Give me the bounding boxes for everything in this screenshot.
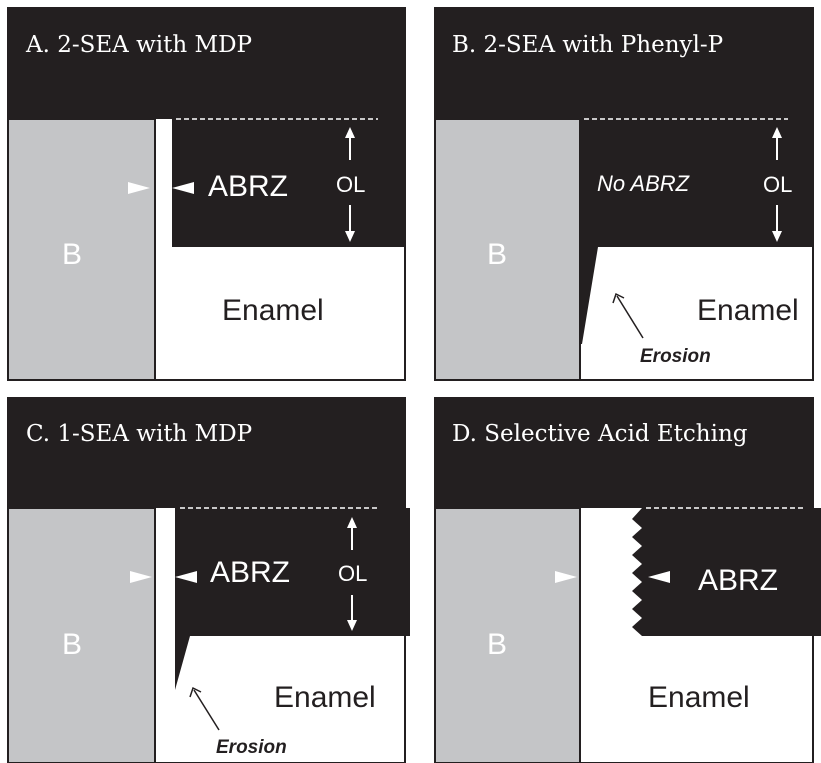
panel-a-arrowhead-left (128, 182, 150, 194)
panel-c-erosion-label: Erosion (216, 737, 287, 758)
panel-b-adhesive-layer (435, 8, 813, 119)
panel-b-ol-block (580, 119, 813, 344)
panel-c-ol-arrow-up-head (347, 517, 357, 528)
panel-d-title: D. Selective Acid Etching (452, 421, 748, 447)
panel-a-ol-block (172, 119, 405, 247)
panel-c-ol-block (175, 508, 410, 690)
panel-c-ol-arrow-down-head (347, 620, 357, 631)
panel-a-ol-arrow-down-head (345, 231, 355, 242)
panel-d-adhesive-layer (435, 398, 813, 508)
panel-c-title: C. 1-SEA with MDP (26, 421, 252, 447)
panel-c: C. 1-SEA with MDP ABRZ OL B Enamel Erosi… (7, 397, 410, 763)
panel-d-enamel-label: Enamel (648, 681, 750, 714)
panel-c-bonded-block (7, 507, 156, 763)
panel-a-bonded-block (7, 118, 156, 381)
panel-b-ol-arrow-up-head (772, 127, 782, 138)
panel-b-enamel-label: Enamel (697, 294, 799, 327)
panel-d-bonded-block (434, 507, 581, 763)
panel-c-adhesive-layer (8, 398, 405, 508)
panel-b-erosion-pointer-head (612, 292, 625, 304)
panel-c-arrowhead-left (130, 571, 152, 583)
panel-b-ol-arrow-down-head (772, 231, 782, 242)
panel-a: A. 2-SEA with MDP ABRZ OL B Enamel (7, 7, 406, 381)
panel-d-abrz-label: ABRZ (698, 564, 778, 597)
panel-b-erosion-pointer (616, 295, 644, 339)
panel-c-erosion-pointer-head (189, 686, 202, 698)
panel-c-abrz-label: ABRZ (210, 556, 290, 589)
panel-a-ol-arrow-up-head (345, 127, 355, 138)
panel-b-erosion-label: Erosion (640, 346, 711, 367)
panel-b-ol-label: OL (763, 172, 792, 197)
panel-d-arrowhead-left (555, 571, 577, 583)
panel-d-arrowhead-right (648, 571, 670, 583)
panel-c-arrowhead-right (175, 571, 197, 583)
panel-c-b-label: B (62, 628, 82, 661)
panel-a-enamel-label: Enamel (222, 294, 324, 327)
panel-b-bonded-block (434, 118, 581, 381)
panel-b-title: B. 2-SEA with Phenyl-P (452, 32, 723, 58)
panel-a-ol-label: OL (336, 172, 365, 197)
panel-d-b-label: B (487, 628, 507, 661)
panel-a-abrz-label: ABRZ (208, 170, 288, 203)
panel-a-b-label: B (62, 238, 82, 271)
panel-a-adhesive-layer (8, 8, 405, 119)
panel-c-erosion-pointer (193, 689, 220, 731)
panel-c-enamel-label: Enamel (274, 681, 376, 714)
panel-b-b-label: B (487, 238, 507, 271)
panel-c-ol-label: OL (338, 561, 367, 586)
panel-b-no-abrz-label: No ABRZ (597, 171, 691, 196)
panel-d: D. Selective Acid Etching ABRZ B Enamel (434, 397, 821, 763)
panel-d-abrz-block (632, 508, 821, 636)
panel-a-arrowhead-right (172, 182, 194, 194)
panel-a-title: A. 2-SEA with MDP (25, 32, 252, 58)
panel-b: B. 2-SEA with Phenyl-P No ABRZ OL B Enam… (434, 7, 814, 381)
